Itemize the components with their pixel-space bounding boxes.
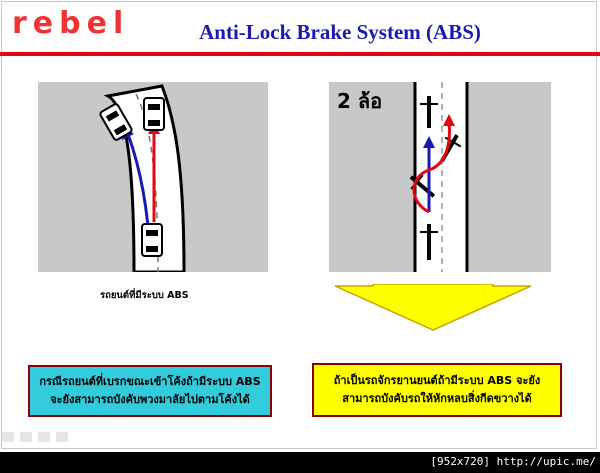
- car-bottom: [141, 223, 163, 257]
- straight-road: [415, 82, 467, 272]
- image-host-footer: [952x720] http://upic.me/: [430, 455, 596, 468]
- motorcycle-abs-line-2: สามารถบังคับรถให้หักหลบสิ่งกีดขวางได้: [342, 392, 532, 405]
- logo-text: rebel: [12, 8, 129, 38]
- car-curve-svg: [99, 84, 186, 274]
- presentation-slide: rebel Anti-Lock Brake System (ABS): [0, 0, 600, 452]
- red-arrowhead: [443, 114, 455, 126]
- prev-arrow-icon[interactable]: [2, 432, 14, 442]
- motorcycle-abs-info-box: ถ้าเป็นรถจักรยานยนต์ถ้ามีระบบ ABS จะยัง …: [312, 363, 562, 417]
- motorcycle-top: [420, 96, 438, 128]
- car-top-right: [143, 97, 165, 131]
- car-abs-line-1: กรณีรถยนต์ที่เบรกขณะเข้าโค้งถ้ามีระบบ AB…: [39, 375, 261, 388]
- motorcycle-bottom: [420, 224, 438, 260]
- red-swerve-arrow: [412, 121, 451, 214]
- car-abs-info-box: กรณีรถยนต์ที่เบรกขณะเข้าโค้งถ้ามีระบบ AB…: [28, 365, 272, 417]
- next-arrow-icon[interactable]: [56, 432, 68, 442]
- header-divider: [0, 52, 600, 56]
- down-arrow-icon: [334, 284, 532, 331]
- rebel-logo-art: rebel: [12, 6, 129, 41]
- rebel-logo: rebel: [10, 6, 150, 41]
- slide-title: Anti-Lock Brake System (ABS): [199, 20, 481, 44]
- wheel-count-label: 2 ล้อ: [337, 89, 382, 113]
- left-panel-caption: รถยนต์ที่มีระบบ ABS: [100, 290, 189, 301]
- blue-arrowhead: [423, 136, 435, 148]
- motorcycle-svg: 2 ล้อ: [337, 82, 469, 272]
- slide-nav-controls[interactable]: [2, 432, 68, 446]
- motorcycle-abs-line-1: ถ้าเป็นรถจักรยานยนต์ถ้ามีระบบ ABS จะยัง: [333, 374, 541, 387]
- car-abs-line-2: จะยังสามารถบังคับพวงมาลัยไปตามโค้งได้: [50, 393, 250, 406]
- car-curve-illustration: [38, 82, 268, 274]
- car-top-left: [99, 103, 133, 141]
- menu-icon[interactable]: [38, 432, 50, 442]
- motorcycle-illustration: 2 ล้อ: [329, 82, 551, 272]
- pen-icon[interactable]: [20, 432, 32, 442]
